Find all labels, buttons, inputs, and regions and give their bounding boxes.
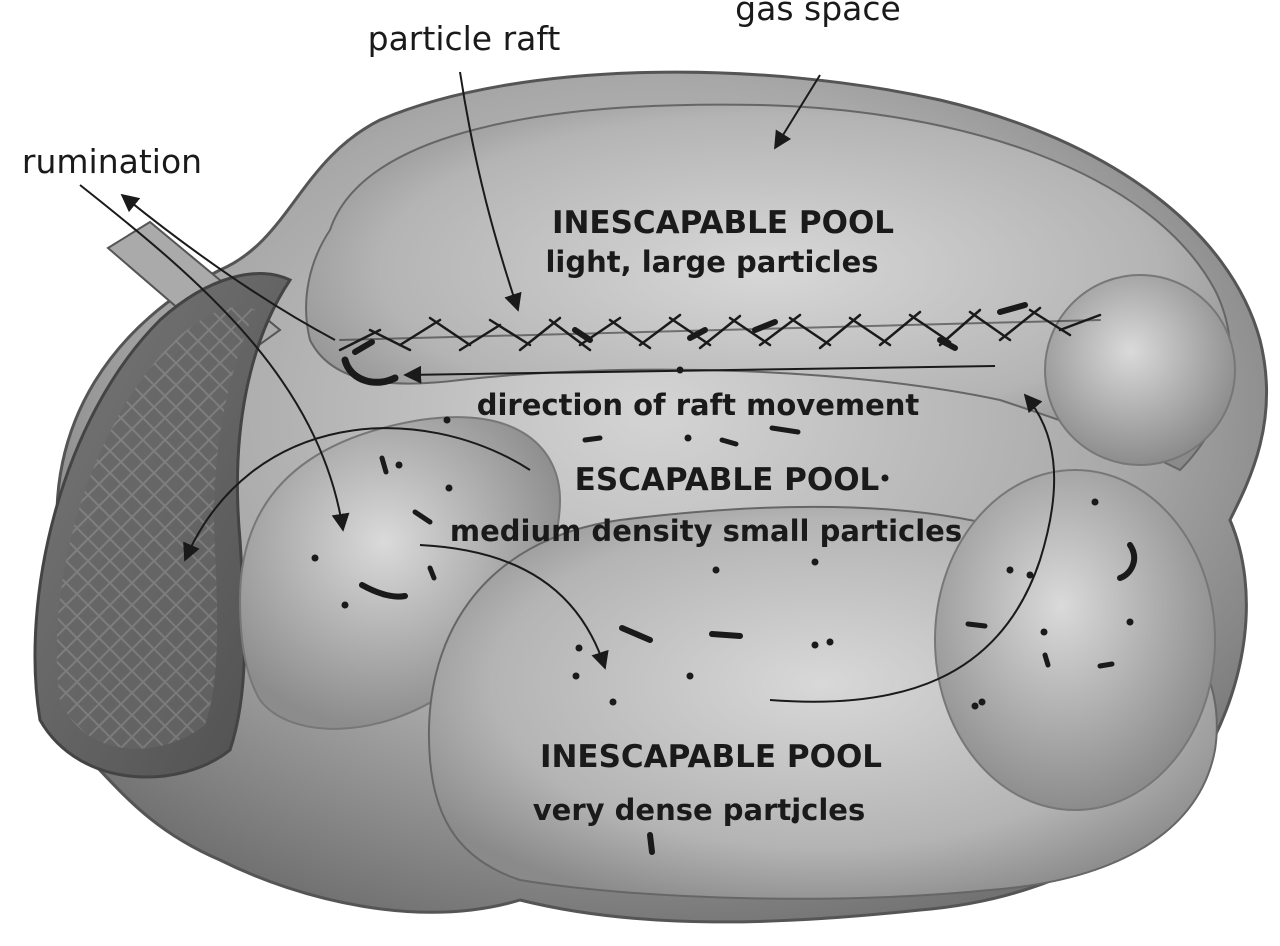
particle-raft — [338, 302, 1102, 355]
particle-raft-label: particle raft — [368, 19, 561, 58]
arrows — [79, 71, 1056, 703]
top-pool-description: light, large particles — [545, 245, 878, 279]
middle-pool-title: ESCAPABLE POOL — [575, 462, 880, 498]
escapable-to-reticulum-arrow — [183, 427, 531, 562]
middle-pool-description: medium density small particles — [450, 514, 962, 548]
caudodorsal-blind-sac — [1044, 274, 1236, 466]
rumination-label: rumination — [22, 142, 202, 181]
top-pool-title: INESCAPABLE POOL — [552, 205, 894, 241]
bottom-pool-description: very dense particles — [533, 793, 865, 827]
bottom-pool-title: INESCAPABLE POOL — [540, 739, 882, 775]
reticulum — [33, 272, 293, 779]
gas-space-label: gas space — [735, 0, 901, 28]
rumination-arrow-up — [120, 193, 336, 341]
raft-direction-label: direction of raft movement — [477, 388, 920, 422]
raft-direction-arrow — [403, 365, 996, 384]
ventral-to-dorsal-arrow — [769, 393, 1056, 703]
rumination-arrow-down — [79, 184, 350, 532]
particle-raft-arrow — [459, 71, 522, 312]
escapable-to-ventral-arrow — [419, 544, 609, 670]
gas-space-arrow — [774, 74, 821, 150]
particles — [311, 356, 1138, 855]
caudoventral-blind-sac — [934, 469, 1216, 811]
